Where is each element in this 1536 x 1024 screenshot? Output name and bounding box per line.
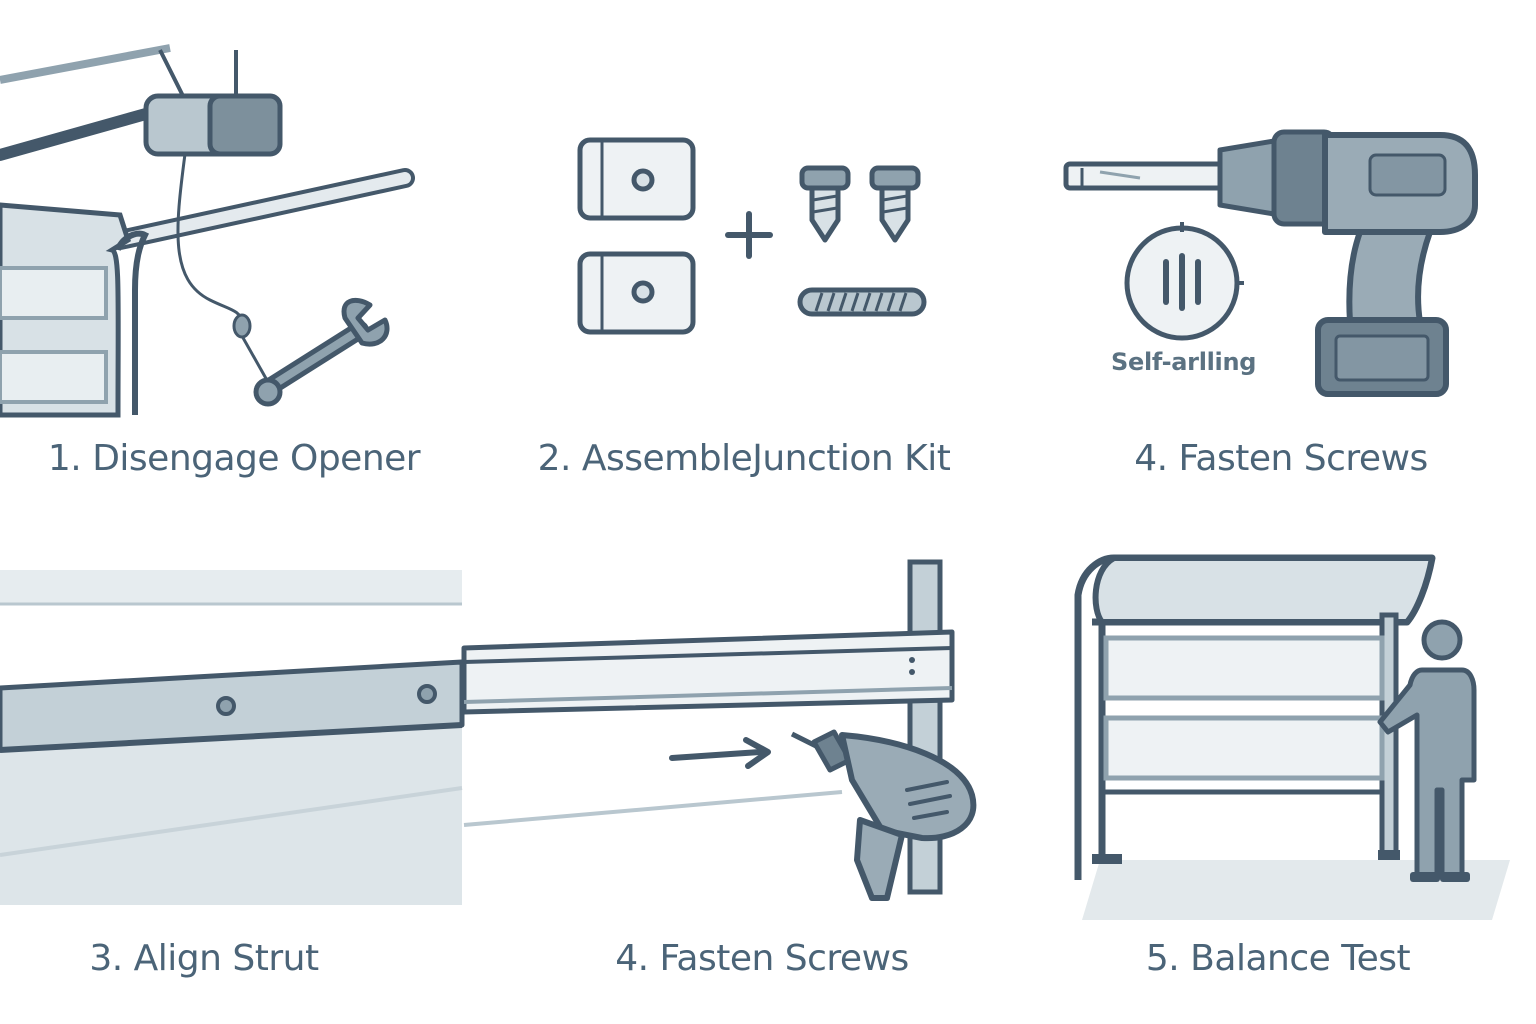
step-1-panel: 1. Disengage Opener xyxy=(0,0,500,500)
power-drill-icon xyxy=(1217,129,1478,397)
step-2-caption: 2. AssembleJunction Kit xyxy=(537,438,951,479)
arrow-right-icon xyxy=(669,737,771,769)
upper-door-section xyxy=(0,570,462,604)
screw-icon-right xyxy=(869,165,921,243)
junction-plate-top xyxy=(577,137,696,221)
step-1-illustration xyxy=(0,44,415,418)
step-2-illustration xyxy=(577,137,927,335)
self-drilling-screw-icon xyxy=(1124,222,1244,341)
step-3-illustration xyxy=(0,570,465,905)
strut-bolt xyxy=(417,684,437,704)
ceiling-rail xyxy=(0,44,171,84)
step-4a-illustration xyxy=(1063,129,1478,397)
step-5-panel: 5. Balance Test xyxy=(1022,520,1536,1024)
threaded-rod-icon xyxy=(797,287,927,317)
step-2-panel: 2. AssembleJunction Kit xyxy=(500,0,1020,500)
screw-icon-left xyxy=(799,165,851,243)
vertical-post xyxy=(907,559,943,895)
step-5-caption: 5. Balance Test xyxy=(1145,938,1411,979)
release-handle xyxy=(232,313,252,339)
hanger-strap xyxy=(158,49,187,101)
person-figure xyxy=(1377,619,1477,882)
floor-shadow xyxy=(1082,860,1510,920)
junction-plate-bottom xyxy=(577,251,696,335)
door-section xyxy=(1103,635,1385,701)
step-4b-panel: 4. Fasten Screws xyxy=(461,520,1022,1024)
door-section xyxy=(1103,715,1385,781)
opener-rail xyxy=(0,104,166,161)
strut-bolt xyxy=(216,696,236,716)
open-door-panel xyxy=(1092,555,1435,625)
step-4b-caption: 4. Fasten Screws xyxy=(615,938,909,979)
step-4a-caption: 4. Fasten Screws xyxy=(1134,438,1428,479)
power-drill-icon xyxy=(790,729,977,901)
release-cord xyxy=(176,153,244,323)
drill-bit xyxy=(1063,161,1229,191)
step-4a-panel: Self-arlling 4. Fasten Screws xyxy=(1020,0,1536,500)
step-5-illustration xyxy=(1074,554,1510,920)
door-frame xyxy=(115,230,150,415)
self-drilling-label: Self-arlling xyxy=(1111,348,1257,376)
plus-icon xyxy=(725,211,773,259)
step-1-caption: 1. Disengage Opener xyxy=(47,438,421,479)
step-3-panel: 3. Align Strut xyxy=(0,520,470,1024)
step-3-caption: 3. Align Strut xyxy=(89,938,319,979)
wrench-icon xyxy=(253,297,390,407)
step-4b-illustration xyxy=(461,559,977,901)
